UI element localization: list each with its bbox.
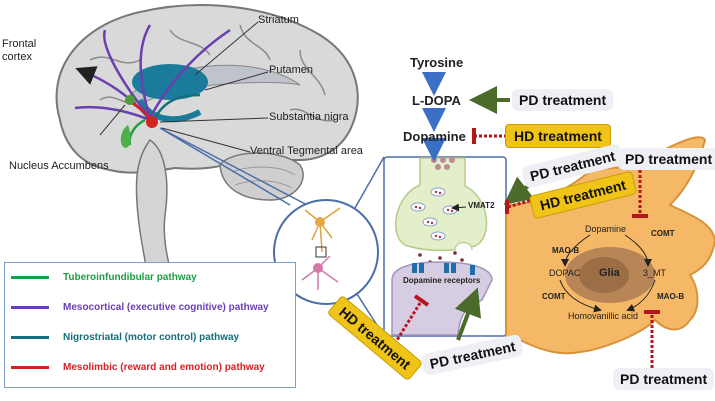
ldopa-label: L-DOPA [412,93,461,108]
pd-treatment-box: PD treatment [512,89,614,111]
nucleus-accumbens-label: Nucleus Accumbens [9,160,109,172]
vmat2-label: VMAT2 [468,201,495,210]
maob-right-label: MAO-B [657,292,685,301]
dopac-label: DOPAC [549,268,581,278]
legend-swatch [11,275,49,279]
legend-label: Nigrostriatal (motor control) pathway [63,331,240,343]
glia-dopamine-label: Dopamine [585,224,627,234]
pd-treatment-box: PD treatment [618,148,715,170]
hd-treatment-box: HD treatment [505,124,611,148]
comt-bottom-label: COMT [542,292,566,301]
legend-swatch [11,365,49,369]
tyrosine-label: Tyrosine [410,55,464,70]
legend-swatch [11,335,49,339]
pathway-legend: Tuberoinfundibular pathway Mesocortical … [4,262,296,388]
legend-item: Mesocortical (executive cognitive) pathw… [11,299,269,315]
legend-item: Nigrostriatal (motor control) pathway [11,329,239,345]
glia-cell [505,136,715,355]
vta-label: Ventral Tegmental area [250,145,363,157]
neuron-zoom-circle [273,199,379,305]
legend-swatch [11,305,49,309]
frontal-cortex-label: Frontal cortex [2,38,37,63]
pd-treatment-box: PD treatment [613,368,715,390]
substantia-nigra-label: Substantia nigra [269,111,349,123]
glia-label: Glia [599,267,620,279]
striatum-label: Striatum [258,14,299,26]
legend-label: Tuberoinfundibular pathway [63,271,197,283]
synapse-panel [383,156,507,337]
homovanillic-acid-label: Homovanillic acid [568,311,639,321]
legend-item: Tuberoinfundibular pathway [11,269,197,285]
dopamine-label: Dopamine [403,129,466,144]
dopamine-receptors-label: Dopamine receptors [403,276,481,285]
three-mt-label: 3_MT [643,268,667,278]
brain-illustration [55,4,359,296]
comt-top-label: COMT [651,229,675,238]
legend-label: Mesolimbic (reward and emotion) pathway [63,361,265,373]
maob-left-label: MAO-B [552,246,580,255]
legend-label: Mesocortical (executive cognitive) pathw… [63,301,269,313]
putamen-label: Putamen [269,64,314,76]
legend-item: Mesolimbic (reward and emotion) pathway [11,359,265,375]
